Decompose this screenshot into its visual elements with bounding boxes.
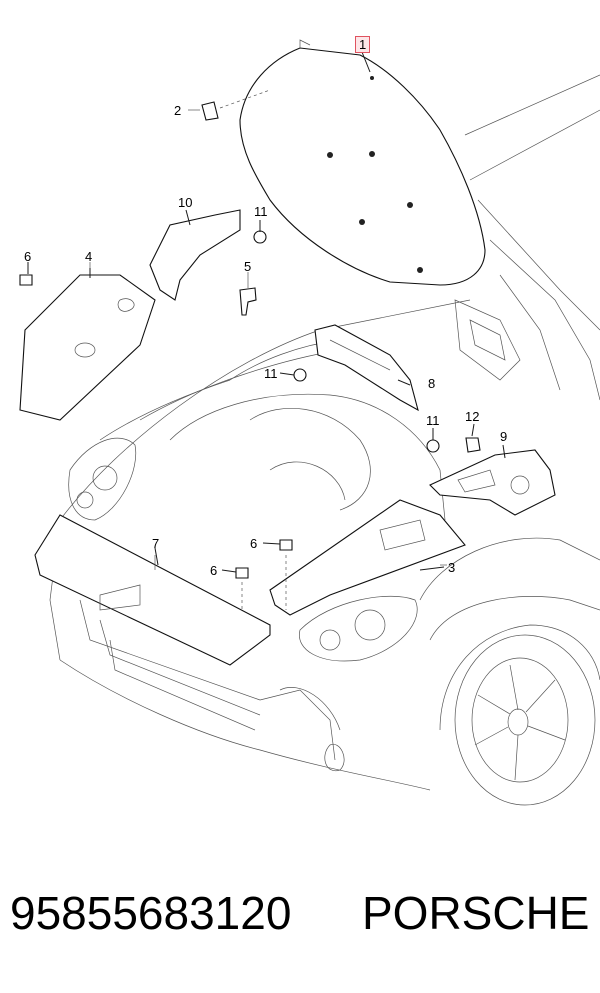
callout-2: 2	[174, 103, 182, 118]
footer: 95855683120 PORSCHE	[0, 880, 600, 950]
part-6-clips	[19, 274, 293, 618]
part-11-grommets	[253, 230, 440, 453]
callout-12: 12	[465, 409, 480, 424]
part-3-side-cover	[269, 499, 466, 616]
callout-11-right: 11	[426, 413, 440, 428]
callout-6-lower: 6	[210, 563, 218, 578]
callout-3: 3	[448, 560, 456, 575]
callout-11-top: 11	[254, 204, 268, 219]
part-4-side-cover	[19, 262, 156, 421]
callout-9: 9	[500, 429, 508, 444]
part-2-clip	[188, 89, 271, 121]
callout-10: 10	[178, 195, 193, 210]
part-1-hood-insulation	[239, 39, 486, 286]
part-5-bracket	[239, 272, 257, 316]
part-7-front-cover	[34, 514, 271, 666]
brand-name: PORSCHE	[362, 887, 590, 939]
callout-6-center: 6	[250, 536, 258, 551]
car-body	[49, 299, 600, 806]
callout-1: 1	[355, 36, 371, 53]
callout-6-left: 6	[24, 249, 32, 264]
part-8-center-trim	[314, 324, 419, 412]
part-number: 95855683120	[10, 887, 292, 939]
hood-frame	[454, 74, 600, 401]
callout-11-center: 11	[264, 366, 278, 381]
exploded-parts-diagram	[19, 39, 600, 806]
part-9-bracket	[429, 449, 556, 516]
callout-5: 5	[244, 259, 252, 274]
part-12-nut	[465, 437, 481, 453]
callout-8: 8	[428, 376, 436, 391]
leader-lines	[27, 51, 506, 573]
callout-7: 7	[152, 536, 160, 551]
callout-4: 4	[85, 249, 93, 264]
part-10-trim	[149, 209, 241, 301]
